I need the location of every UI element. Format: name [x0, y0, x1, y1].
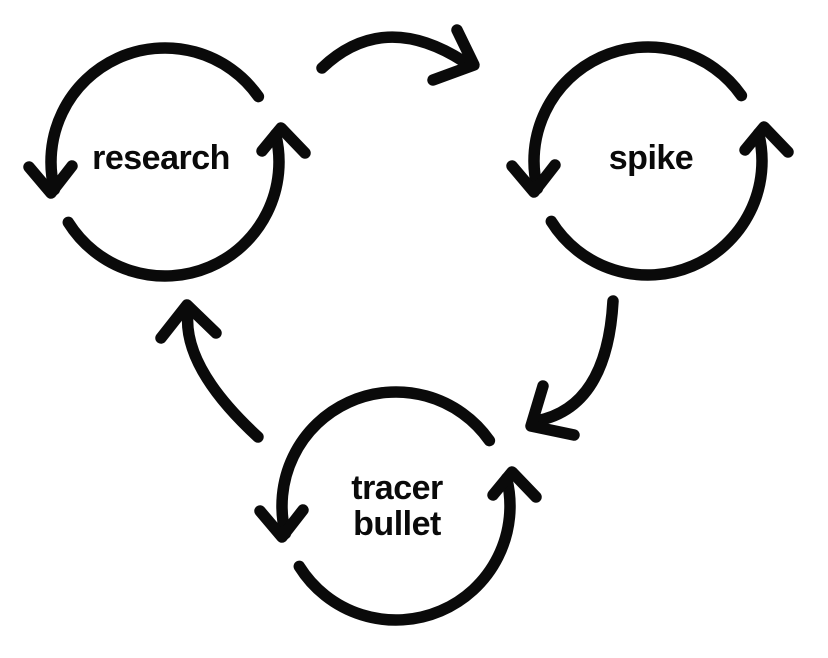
connector-curve	[316, 31, 469, 74]
arrowhead-up-icon	[155, 299, 222, 344]
cycle-arc	[45, 42, 265, 196]
arrow-spike-to-tracer-bullet	[525, 295, 619, 441]
arrowhead-up-icon	[487, 466, 542, 503]
arrowhead-down-left-icon	[525, 380, 580, 441]
arrow-tracer-bullet-to-research	[155, 299, 264, 443]
cycle-arc	[62, 128, 285, 282]
arrowhead-up-icon	[739, 121, 794, 158]
spike-cycle-arrows-icon	[506, 41, 794, 281]
arrowhead-down-icon	[506, 159, 561, 198]
arrow-research-to-spike	[316, 24, 480, 86]
spike-node-label: spike	[608, 138, 694, 177]
research-cycle-arrows-icon	[23, 42, 311, 282]
cycle-arc	[293, 472, 516, 626]
connector-curve	[530, 295, 619, 427]
cycle-arc	[528, 41, 748, 195]
arrowhead-right-icon	[427, 24, 480, 86]
connector-curve	[181, 306, 264, 443]
research-node-label: research	[92, 138, 230, 177]
arrowhead-down-icon	[23, 160, 78, 199]
arrowhead-down-icon	[254, 504, 309, 543]
cycle-arc	[545, 127, 768, 281]
cycle-arc	[276, 386, 496, 540]
arrowhead-up-icon	[256, 122, 311, 159]
tracer-bullet-cycle-arrows-icon	[254, 386, 542, 626]
tracer-bullet-node-label: tracer bullet	[351, 468, 443, 543]
